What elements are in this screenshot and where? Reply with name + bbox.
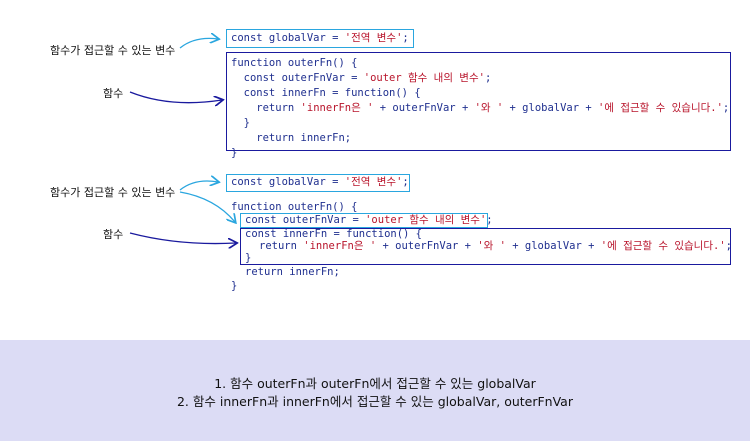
outer-var-box-2 (240, 213, 488, 228)
outer-fn-box-1 (226, 52, 731, 151)
outer-fn-close-2: } (231, 280, 238, 292)
global-var-box-2 (226, 174, 410, 192)
global-var-box-1 (226, 29, 414, 48)
summary-line-2: 2. 함수 innerFn과 innerFn에서 접근할 수 있는 global… (176, 394, 573, 409)
closure-var-label-2: 함수가 접근할 수 있는 변수 (50, 186, 176, 199)
function-label-2: 함수 (103, 228, 124, 241)
summary-footer: 1. 함수 outerFn과 outerFn에서 접근할 수 있는 global… (0, 340, 750, 441)
inner-return-line-2: return 'innerFn은 ' + outerFnVar + '와 ' +… (259, 240, 732, 252)
arrow-closure-var-2a (179, 181, 218, 191)
arrow-function-2 (129, 232, 236, 244)
global-var-line-1: const globalVar = '전역 변수'; (231, 32, 409, 44)
global-var-line-2: const globalVar = '전역 변수'; (231, 176, 409, 188)
inner-fn-open-2: const innerFn = function() { (245, 228, 423, 240)
inner-fn-close-2: } (245, 252, 252, 264)
arrow-closure-var-2b (179, 191, 235, 222)
closure-var-label-1: 함수가 접근할 수 있는 변수 (50, 44, 176, 57)
summary-line-1: 1. 함수 outerFn과 outerFn에서 접근할 수 있는 global… (214, 376, 536, 391)
inner-fn-box-2 (240, 228, 731, 265)
arrow-function-1 (129, 91, 222, 103)
outer-fn-open-2: function outerFn() { (231, 201, 358, 213)
outer-return-line-2: return innerFn; (245, 266, 340, 278)
arrow-closure-var-1 (179, 38, 218, 49)
function-label-1: 함수 (103, 87, 124, 100)
outer-var-line-2: const outerFnVar = 'outer 함수 내의 변수'; (245, 214, 493, 226)
outer-fn-code-1: function outerFn() { const outerFnVar = … (231, 57, 730, 159)
